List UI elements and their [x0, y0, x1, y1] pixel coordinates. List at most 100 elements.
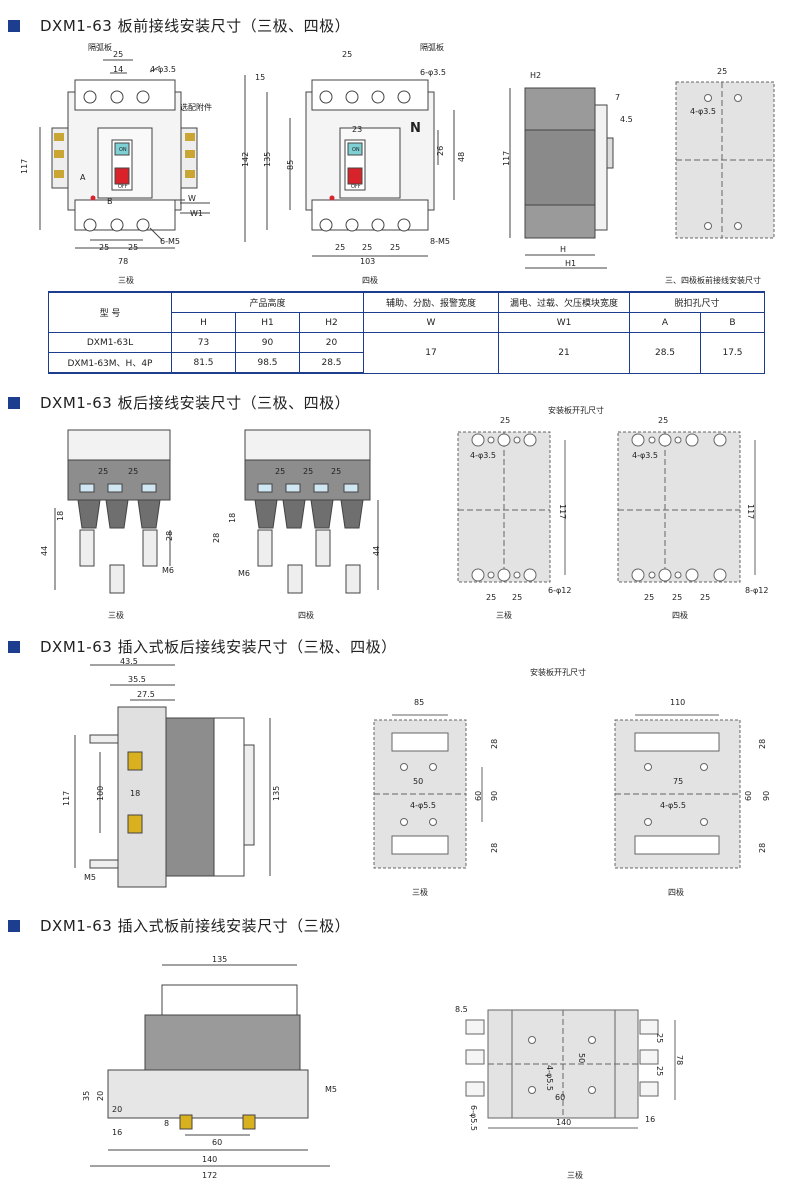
dim-label: 23: [352, 125, 362, 134]
bullet-square-icon: [8, 19, 20, 32]
dim-label: 117: [746, 504, 755, 519]
dim-label: 4-φ3.5: [690, 107, 716, 116]
dim-label: 75: [673, 777, 683, 786]
three-pole-rear-view: [54, 429, 171, 594]
caption-four-pole: 四极: [672, 610, 688, 620]
plugin-front-base-plan: [465, 1009, 676, 1129]
th-W1: W1: [498, 312, 630, 333]
dim-label: 4-φ5.5: [545, 1065, 554, 1091]
off-label: OFF: [118, 184, 128, 190]
dim-label: 18: [228, 513, 237, 523]
row-H2: 28.5: [299, 352, 364, 374]
side-view: [509, 87, 614, 269]
dim-label: 60: [212, 1138, 222, 1147]
dim-label: 6-φ5.5: [469, 1105, 478, 1131]
th-A: A: [629, 312, 701, 333]
dim-label: 25: [655, 1033, 664, 1043]
cell-W: 17: [363, 332, 499, 374]
label-A: A: [80, 173, 86, 182]
dim-label: 26: [436, 146, 445, 156]
on-label: ON: [119, 147, 127, 153]
section-title-plugin-rear: DXM1-63 插入式板后接线安装尺寸（三极、四极）: [8, 636, 397, 657]
dim-label: 8-M5: [430, 237, 450, 246]
caption-three-pole: 三极: [108, 610, 124, 620]
dim-label: 25: [335, 243, 345, 252]
caption-three-pole: 三极: [118, 275, 134, 285]
dim-label: 35: [82, 1091, 91, 1101]
cell-A: 28.5: [629, 332, 701, 374]
label-H2: H2: [530, 71, 541, 80]
dim-label: 35.5: [128, 675, 146, 684]
four-pole-front-view: [244, 75, 455, 257]
caption-four-pole: 四极: [362, 275, 378, 285]
accessory-label: 选配附件: [180, 102, 212, 112]
panel-cut-rear-three-labels: 安装板开孔尺寸 25 4-φ3.5 117 25 25 6-φ12 三极: [470, 405, 604, 620]
dim-label: 4-φ3.5: [632, 451, 658, 460]
dim-label: 25: [303, 467, 313, 476]
dim-label: M6: [162, 566, 174, 575]
barrier-label: 隔弧板: [420, 42, 444, 52]
dim-label: 60: [744, 791, 753, 801]
dim-label: 25: [644, 593, 654, 602]
dim-label: 8: [164, 1119, 169, 1128]
cell-B: 17.5: [700, 332, 765, 374]
four-pole-rear-labels: 25 25 25 18 28 M6 44 四极: [212, 467, 381, 620]
dim-label: 117: [62, 791, 71, 806]
section-title-rear-wiring: DXM1-63 板后接线安装尺寸（三极、四极）: [8, 392, 350, 413]
dim-label: 25: [128, 243, 138, 252]
dim-label: 140: [202, 1155, 217, 1164]
dim-label: 25: [390, 243, 400, 252]
dim-label: 15: [255, 73, 265, 82]
dim-label: 85: [286, 160, 295, 170]
dim-label: 117: [502, 151, 511, 166]
dim-label: 27.5: [137, 690, 155, 699]
dim-label: 20: [96, 1091, 105, 1101]
dim-label: 6-φ3.5: [420, 68, 446, 77]
plugin-panel-cut-four: [614, 714, 741, 869]
caption-four-pole: 四极: [298, 610, 314, 620]
caption-four-pole: 四极: [668, 887, 684, 897]
cell-W1: 21: [498, 332, 630, 374]
section-title-text: DXM1-63 板前接线安装尺寸（三极、四极）: [40, 17, 351, 35]
dim-label: 25: [342, 50, 352, 59]
dim-label: 14: [113, 65, 123, 74]
three-pole-front-view: [39, 59, 210, 249]
dim-label: 135: [212, 955, 227, 964]
caption-three-pole: 三极: [412, 887, 428, 897]
off-label: OFF: [351, 184, 361, 190]
three-pole-front-labels: 隔弧板 25 14 4-φ3.5 选配附件 117 A B W W1 25 25…: [20, 42, 212, 285]
dim-label: 28: [490, 843, 499, 853]
bullet-square-icon: [8, 919, 20, 932]
dim-label: 117: [558, 504, 567, 519]
caption-panel-cut: 安装板开孔尺寸: [530, 667, 586, 677]
section-title-front-wiring: DXM1-63 板前接线安装尺寸（三极、四极）: [8, 15, 350, 36]
dim-label: 16: [645, 1115, 655, 1124]
bullet-square-icon: [8, 396, 20, 409]
dim-label: 78: [675, 1055, 684, 1065]
dim-label: 25: [717, 67, 727, 76]
panel-cut-front-labels: 25 4-φ3.5 三、四极板前接线安装尺寸: [665, 67, 761, 285]
dim-label: 25: [655, 1066, 664, 1076]
dim-label: 90: [762, 791, 771, 801]
panel-cut-rear-four: [617, 431, 756, 583]
dim-label: 90: [490, 791, 499, 801]
dim-label: 25: [331, 467, 341, 476]
dim-label: 25: [128, 467, 138, 476]
dim-label: 100: [96, 786, 105, 801]
dim-label: 60: [555, 1093, 565, 1102]
dim-label: 85: [414, 698, 424, 707]
dim-label: 25: [512, 593, 522, 602]
dim-label: 140: [556, 1118, 571, 1127]
dim-label: 25: [500, 416, 510, 425]
dim-label: 25: [99, 243, 109, 252]
dim-label: 48: [457, 152, 466, 162]
section-title-text: DXM1-63 插入式板前接线安装尺寸（三极）: [40, 917, 351, 935]
dim-label: 25: [672, 593, 682, 602]
dim-label: 4-φ5.5: [410, 801, 436, 810]
dim-label: 4-φ3.5: [150, 65, 176, 74]
barrier-label: 隔弧板: [88, 42, 112, 52]
on-label: ON: [352, 147, 360, 153]
dim-label: 18: [130, 789, 140, 798]
spec-table: 型 号 产品高度 辅助、分励、报警宽度 漏电、过载、欠压模块宽度 脱扣孔尺寸 H…: [48, 291, 765, 374]
